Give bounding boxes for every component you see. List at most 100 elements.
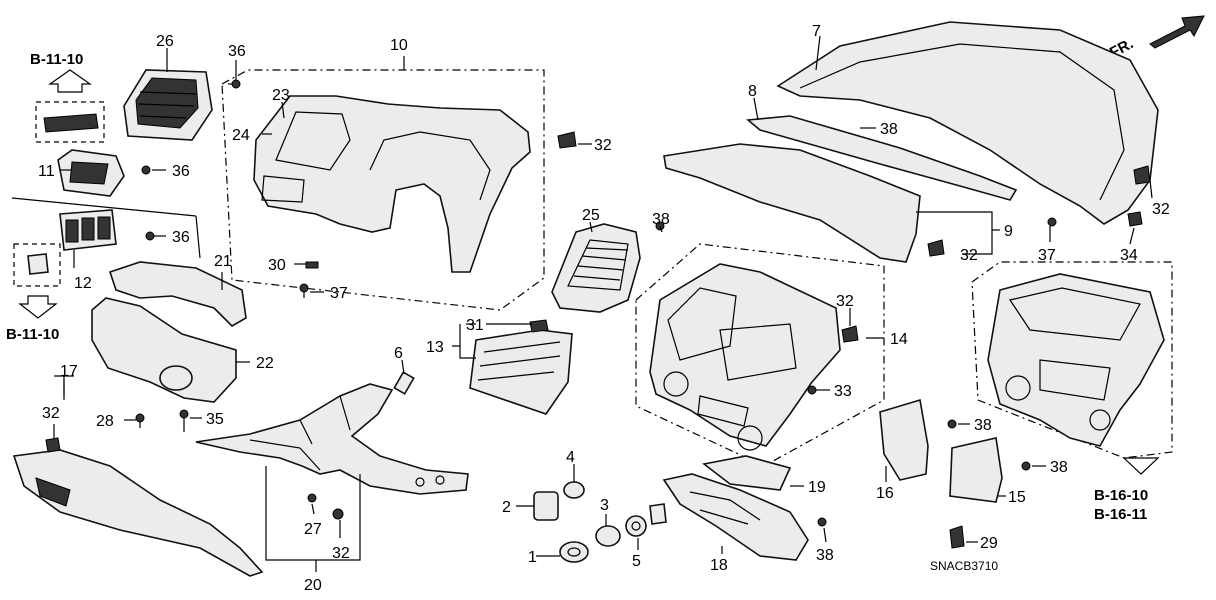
tray-19 xyxy=(702,455,792,491)
bolt-29 xyxy=(949,525,965,549)
center-panel-14 xyxy=(649,263,841,451)
callout: 34 xyxy=(1120,247,1138,264)
ref-label-top-left: B-11-10 xyxy=(30,51,83,68)
callout: 32 xyxy=(42,405,60,422)
callout: 38 xyxy=(880,121,898,138)
screw-36-top xyxy=(228,79,241,89)
clip-32-left xyxy=(45,437,61,453)
callout: 17 xyxy=(60,363,78,380)
bezel-11 xyxy=(57,149,125,197)
ref-top-left: B-11-10 xyxy=(30,51,105,143)
down-arrow-icon xyxy=(1122,457,1160,475)
callout: 32 xyxy=(332,545,350,562)
callout: 6 xyxy=(394,345,403,362)
callout: 32 xyxy=(960,247,978,264)
screw-37-left xyxy=(299,283,309,298)
callouts: 26 36 11 36 36 12 21 22 28 35 17 32 10 2… xyxy=(38,23,1170,594)
callout: 7 xyxy=(812,23,821,40)
column-cover-21 xyxy=(108,261,247,327)
dash-pad-7 xyxy=(776,21,1159,225)
front-arrow-icon xyxy=(1149,15,1205,49)
callout: 5 xyxy=(632,553,641,570)
callout: 18 xyxy=(710,557,728,574)
callout: 33 xyxy=(834,383,852,400)
callout: 32 xyxy=(836,293,854,310)
callout: 30 xyxy=(268,257,286,274)
callout: 13 xyxy=(426,339,444,356)
callout: 3 xyxy=(600,497,609,514)
switch-2 xyxy=(533,491,559,521)
frame-18 xyxy=(662,473,809,561)
clip-30 xyxy=(305,261,319,269)
bolt-27 xyxy=(307,493,317,503)
callout: 38 xyxy=(974,417,992,434)
callout: 24 xyxy=(232,127,250,144)
ref-label-right-2: B-16-11 xyxy=(1094,506,1147,523)
clip-32-bracket xyxy=(332,508,344,520)
ring-5 xyxy=(625,503,667,537)
clip-31 xyxy=(529,319,549,333)
vent-25 xyxy=(551,223,641,313)
callout: 1 xyxy=(528,549,537,566)
dash-pad-9 xyxy=(663,143,921,263)
callout: 8 xyxy=(748,83,757,100)
down-arrow-icon xyxy=(18,295,58,319)
side-panel-17 xyxy=(12,449,264,577)
callout: 38 xyxy=(652,211,670,228)
callout: 21 xyxy=(214,253,232,270)
callout: 36 xyxy=(172,163,190,180)
callout: 9 xyxy=(1004,223,1013,240)
screw-36-mid xyxy=(141,165,151,175)
callout: 16 xyxy=(876,485,894,502)
callout: 23 xyxy=(272,87,290,104)
bracket-15 xyxy=(949,437,1003,503)
callout: 11 xyxy=(38,163,55,180)
callout: 38 xyxy=(816,547,834,564)
screw-36-low xyxy=(145,231,155,241)
ref-label-mid-left: B-11-10 xyxy=(6,326,59,343)
cap-4 xyxy=(563,481,585,499)
callout: 4 xyxy=(566,449,575,466)
leader-lines xyxy=(53,35,1153,572)
callout: 37 xyxy=(1038,247,1056,264)
dash-panel-10 xyxy=(253,95,531,273)
callout: 2 xyxy=(502,499,511,516)
callout: 10 xyxy=(390,37,408,54)
screw-37-right xyxy=(1047,217,1057,227)
group-box-audio xyxy=(971,261,1173,459)
bracket-20 xyxy=(195,383,469,495)
ref-right: B-16-10 B-16-11 xyxy=(1094,457,1160,523)
screw-38-frame xyxy=(817,517,827,527)
diagram-code: SNACB3710 xyxy=(930,559,998,573)
callout: 19 xyxy=(808,479,826,496)
callout: 38 xyxy=(1050,459,1068,476)
callout: 29 xyxy=(980,535,998,552)
strip-8 xyxy=(746,115,1018,201)
callout: 15 xyxy=(1008,489,1026,506)
switch-panel-12 xyxy=(59,209,117,251)
audio-assembly xyxy=(987,273,1165,447)
dashed-box xyxy=(13,243,61,287)
ref-mid-left: B-11-10 xyxy=(6,243,61,343)
callout: 36 xyxy=(172,229,190,246)
callout: 37 xyxy=(330,285,348,302)
group-box-14 xyxy=(635,243,885,467)
switch-part xyxy=(43,113,99,133)
callout: 22 xyxy=(256,355,274,372)
socket-1 xyxy=(559,541,589,563)
divider-line xyxy=(11,197,197,217)
callout: 36 xyxy=(228,43,246,60)
callout: 35 xyxy=(206,411,224,428)
callout: 31 xyxy=(466,317,484,334)
callout: 20 xyxy=(304,577,322,594)
bracket-16 xyxy=(879,398,929,481)
callout: 32 xyxy=(1152,201,1170,218)
vent-26 xyxy=(123,69,213,141)
cap-3 xyxy=(595,525,621,547)
clip-34 xyxy=(1127,211,1143,227)
lower-cover-22 xyxy=(91,297,237,403)
screw-33 xyxy=(807,385,817,395)
callout: 32 xyxy=(594,137,612,154)
clip-32-top xyxy=(557,131,577,149)
